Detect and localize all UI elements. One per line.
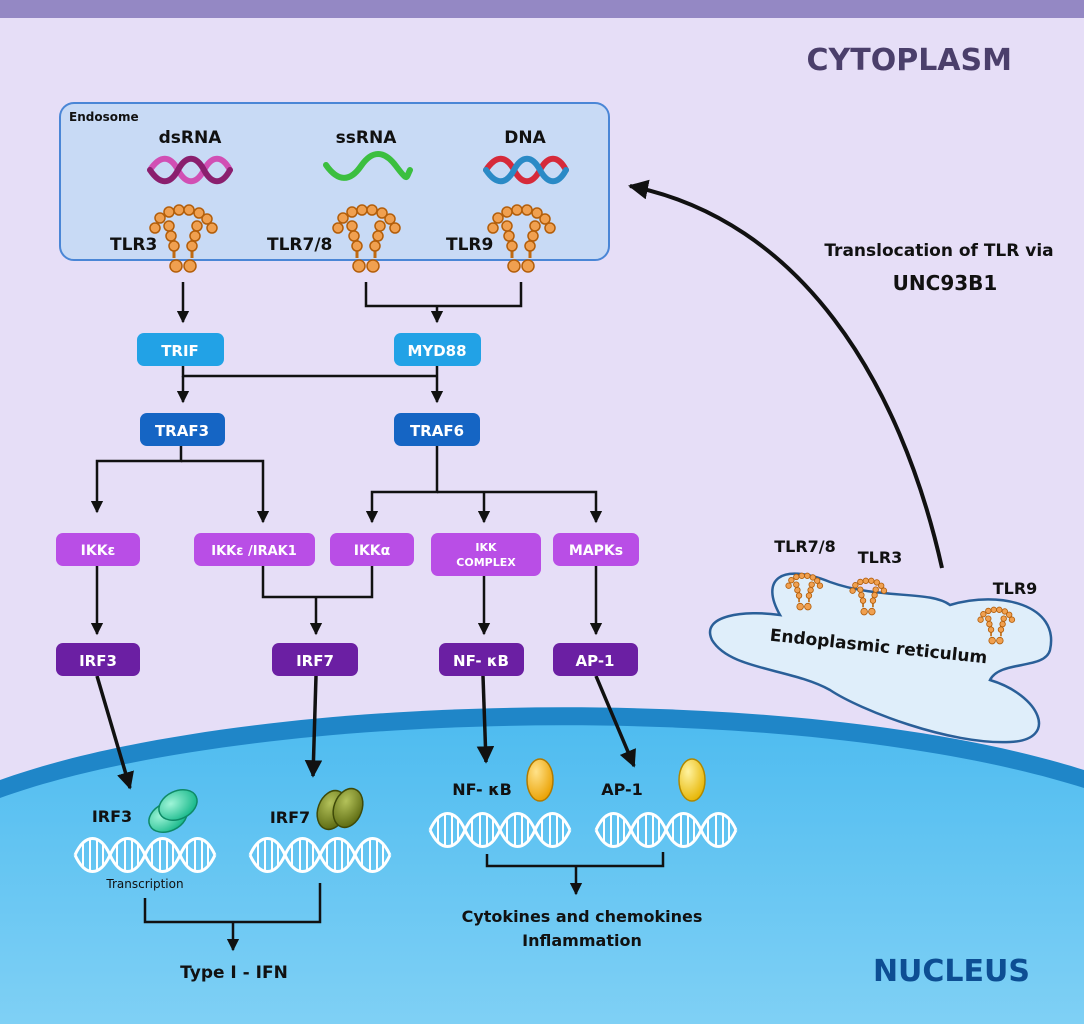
tlr3-label: TLR3: [110, 235, 157, 255]
er-tlr78-label: TLR7/8: [774, 537, 836, 556]
ap1-box: [553, 643, 638, 676]
ikk-complex-label-line2: COMPLEX: [456, 556, 516, 569]
ikke-label: IKKε: [81, 543, 116, 559]
ikke-irak1-box: [194, 533, 315, 566]
dna-helix-icon: [483, 155, 569, 185]
traf3-box: [140, 413, 225, 446]
traf6-box: [394, 413, 480, 446]
translocation-arrow: [628, 179, 944, 569]
traf3-label: TRAF3: [155, 422, 209, 440]
er-tlr3-label: TLR3: [858, 548, 903, 567]
ap1-label: AP-1: [575, 652, 614, 670]
ikka-box: [330, 533, 414, 566]
nuclear-irf7-label: IRF7: [270, 808, 310, 827]
ligand-dsrna-label: dsRNA: [159, 128, 223, 148]
ikk-complex-label-line1: IKK: [475, 541, 497, 554]
ligand-dna-label: DNA: [504, 128, 546, 148]
translocation-label: Translocation of TLR via: [824, 241, 1053, 261]
nfkb-protein-icon: [526, 758, 554, 802]
transcription-label: Transcription: [105, 877, 183, 891]
inflammation-label: Inflammation: [522, 931, 642, 950]
ap1-protein-icon: [678, 758, 706, 802]
endosome-label: Endosome: [69, 110, 139, 124]
nucleus: [0, 725, 1084, 1024]
irf7-label: IRF7: [296, 652, 334, 670]
type1-ifn-label: Type I - IFN: [180, 963, 288, 983]
nuclear-ap1-label: AP-1: [601, 780, 643, 799]
irf7-box: [272, 643, 358, 676]
irf3-label: IRF3: [79, 652, 117, 670]
nuclear-nfkb-label: NF- κB: [452, 780, 512, 799]
ikke-box: [56, 533, 140, 566]
dsrna-helix-icon: [147, 155, 233, 185]
nfkb-label: NF- κB: [453, 652, 509, 670]
er-tlr9-label: TLR9: [993, 579, 1038, 598]
ikka-label: IKKα: [354, 543, 391, 559]
tlr9-label: TLR9: [446, 235, 493, 255]
nuclear-irf3-label: IRF3: [92, 807, 132, 826]
ssrna-wave-icon: [323, 151, 413, 181]
mapks-box: [553, 533, 639, 566]
irf3-box: [56, 643, 140, 676]
traf6-label: TRAF6: [410, 422, 464, 440]
irf7-dimer-icon: [316, 787, 364, 831]
connector-lines: [90, 282, 665, 952]
ikke-irak1-label: IKKε /IRAK1: [211, 544, 297, 559]
mapks-label: MAPKs: [569, 543, 623, 559]
cytokines-label: Cytokines and chemokines: [462, 907, 703, 926]
top-band: [0, 0, 1084, 18]
nucleus-label: NUCLEUS: [873, 954, 1030, 989]
nfkb-box: [439, 643, 524, 676]
cytoplasm-label: CYTOPLASM: [807, 43, 1013, 78]
trif-label: TRIF: [161, 342, 199, 360]
myd88-label: MYD88: [407, 342, 466, 360]
myd88-box: [394, 333, 481, 366]
irf3-dimer-icon: [148, 789, 198, 833]
tlr78-label: TLR7/8: [267, 235, 332, 255]
trif-box: [137, 333, 224, 366]
translocation-protein-label: UNC93B1: [893, 271, 998, 295]
ligand-ssrna-label: ssRNA: [336, 128, 398, 148]
ikk-complex-box: [431, 533, 541, 576]
